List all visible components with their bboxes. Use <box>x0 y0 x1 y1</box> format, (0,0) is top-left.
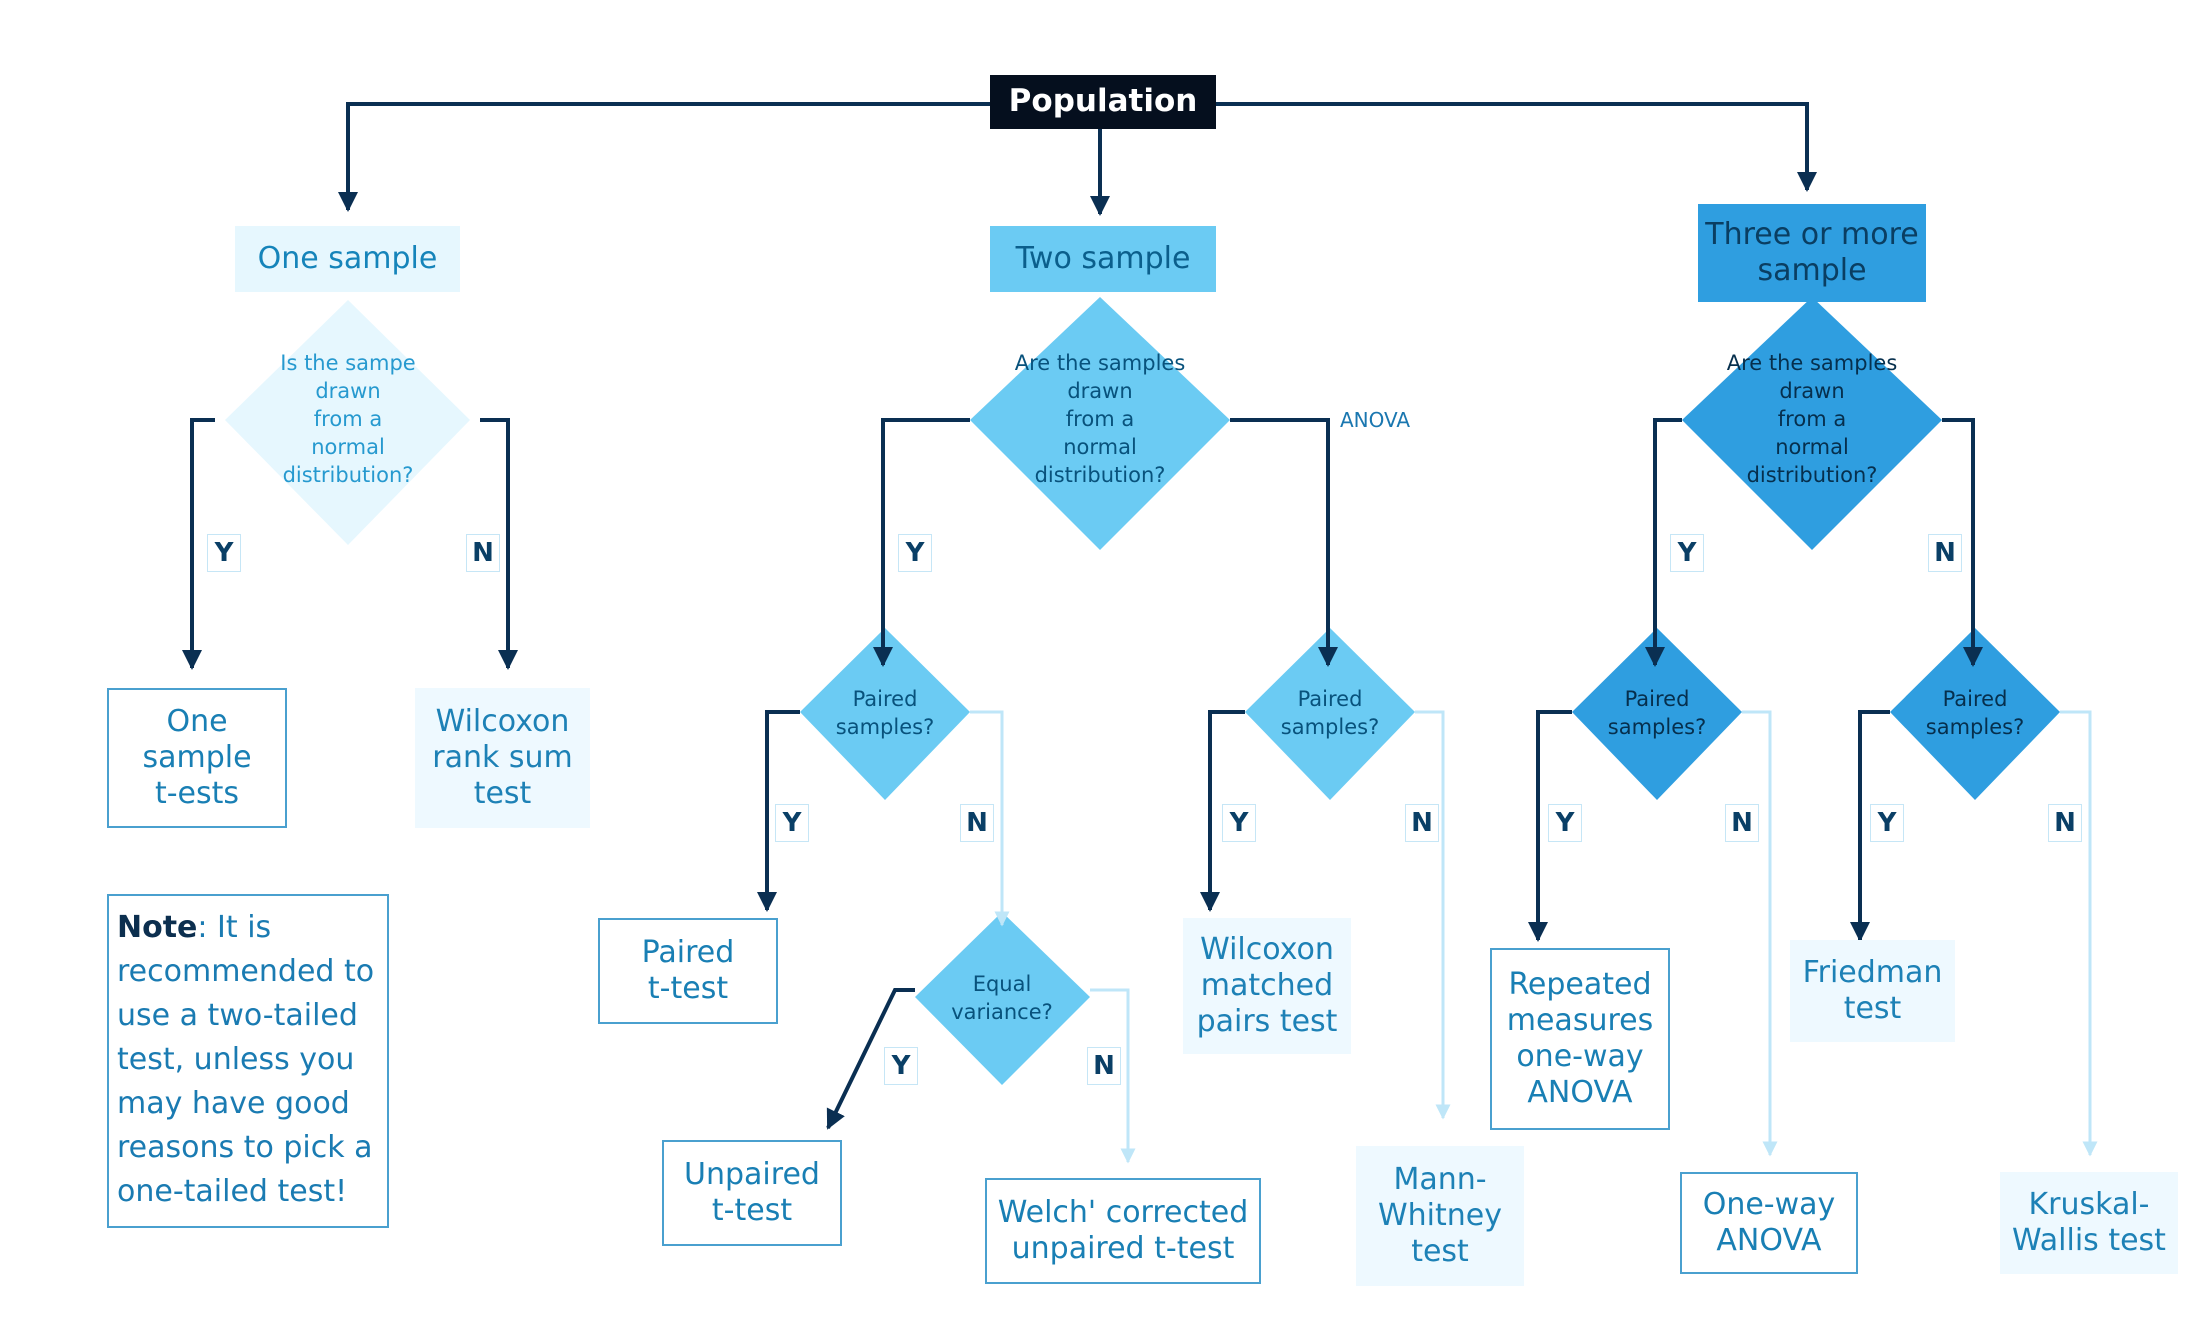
one-way-anova-result: One-way ANOVA <box>1680 1172 1858 1274</box>
mann-whitney-result: Mann- Whitney test <box>1356 1146 1524 1286</box>
equal-variance-question: Equal variance? <box>951 972 1053 1024</box>
one-sample-node: One sample <box>235 226 460 292</box>
two-nonnormal-paired-no-line <box>1415 710 1451 1120</box>
note-line-6: reasons to pick a <box>117 1130 373 1165</box>
three-normal-paired-yes-label: Y <box>1548 804 1582 842</box>
three-sample-title-line2: sample <box>1757 253 1867 288</box>
two-sample-yes-label: Y <box>898 534 932 572</box>
repeated-measures-anova-result: Repeated measures one-way ANOVA <box>1490 948 1670 1130</box>
anova-side-label: ANOVA <box>1340 408 1411 432</box>
two-sample-question: Are the samples drawn from a normal dist… <box>1014 351 1186 487</box>
two-nonnormal-paired-yes-label: Y <box>1222 804 1256 842</box>
three-normal-paired-no-label: N <box>1725 804 1759 842</box>
three-nonnormal-paired-diamond <box>1890 628 2060 800</box>
note-bold-label: Note <box>117 910 198 945</box>
three-sample-normality-diamond <box>1682 297 1942 550</box>
two-sample-yes-line <box>873 418 970 667</box>
one-sample-no-line <box>480 418 518 670</box>
three-sample-yes-line <box>1645 418 1682 667</box>
three-sample-yes-label: Y <box>1670 534 1704 572</box>
two-normal-paired-yes-line <box>757 710 800 912</box>
one-sample-yes-line <box>182 418 215 670</box>
two-sample-no-line <box>1230 418 1338 667</box>
three-nonnormal-paired-question: Paired samples? <box>1925 687 2025 739</box>
equal-variance-no-label: N <box>1087 1047 1121 1085</box>
two-nonnormal-paired-diamond <box>1245 628 1415 800</box>
three-nonnormal-paired-yes-line <box>1850 710 1890 942</box>
friedman-test-result: Friedman test <box>1790 940 1955 1042</box>
tailed-test-note: Note: It is recommended to use a two-tai… <box>107 894 389 1228</box>
two-normal-paired-question: Paired samples? <box>835 687 935 739</box>
two-sample-normality-diamond <box>970 297 1230 550</box>
equal-variance-yes-line <box>826 988 915 1130</box>
note-line-5: may have good <box>117 1086 350 1121</box>
note-line-3: use a two-tailed <box>117 998 358 1033</box>
three-nonnormal-paired-no-label: N <box>2048 804 2082 842</box>
two-sample-node: Two sample <box>990 226 1216 292</box>
three-sample-no-label: N <box>1928 534 1962 572</box>
three-sample-question: Are the samples drawn from a normal dist… <box>1726 351 1898 487</box>
equal-variance-diamond <box>915 912 1090 1085</box>
two-nonnormal-paired-question: Paired samples? <box>1280 687 1380 739</box>
note-line-2: recommended to <box>117 954 375 989</box>
one-sample-t-test-result: One sample t-ests <box>107 688 287 828</box>
unpaired-t-test-result: Unpaired t-test <box>662 1140 842 1246</box>
equal-variance-yes-label: Y <box>884 1047 918 1085</box>
population-node: Population <box>990 75 1216 129</box>
one-sample-yes-label: Y <box>207 534 241 572</box>
root-to-three-sample-line <box>1214 102 1817 192</box>
three-nonnormal-paired-no-line <box>2060 710 2098 1157</box>
three-normal-paired-question: Paired samples? <box>1607 687 1707 739</box>
one-sample-normality-diamond <box>225 300 470 545</box>
three-normal-paired-yes-line <box>1528 710 1572 942</box>
two-normal-paired-yes-label: Y <box>775 804 809 842</box>
note-line-4: test, unless you <box>117 1042 355 1077</box>
one-sample-question: Is the sampe drawn from a normal distrib… <box>280 351 416 487</box>
welch-corrected-t-test-result: Welch' corrected unpaired t-test <box>985 1178 1261 1284</box>
kruskal-wallis-result: Kruskal- Wallis test <box>2000 1172 2178 1274</box>
paired-t-test-result: Paired t-test <box>598 918 778 1024</box>
two-normal-paired-no-label: N <box>960 804 994 842</box>
population-label: Population <box>1008 83 1198 120</box>
one-sample-no-label: N <box>466 534 500 572</box>
two-nonnormal-paired-yes-line <box>1200 710 1245 912</box>
two-normal-paired-diamond <box>800 628 970 800</box>
equal-variance-no-line <box>1090 988 1136 1164</box>
one-sample-title: One sample <box>257 241 438 276</box>
note-line-7: one-tailed test! <box>117 1174 348 1209</box>
three-nonnormal-paired-yes-label: Y <box>1870 804 1904 842</box>
three-sample-node: Three or more sample <box>1698 204 1926 302</box>
two-sample-title: Two sample <box>1015 241 1191 276</box>
three-normal-paired-no-line <box>1742 710 1778 1157</box>
note-line-1: Note: It is <box>117 910 272 945</box>
root-to-one-sample-line <box>338 102 990 212</box>
three-sample-no-line <box>1942 418 1983 667</box>
three-normal-paired-diamond <box>1572 628 1742 800</box>
wilcoxon-rank-sum-result: Wilcoxon rank sum test <box>415 688 590 828</box>
wilcoxon-matched-pairs-result: Wilcoxon matched pairs test <box>1183 918 1351 1054</box>
two-nonnormal-paired-no-label: N <box>1405 804 1439 842</box>
two-normal-paired-no-line <box>970 710 1010 927</box>
three-sample-title-line1: Three or more <box>1705 217 1919 252</box>
